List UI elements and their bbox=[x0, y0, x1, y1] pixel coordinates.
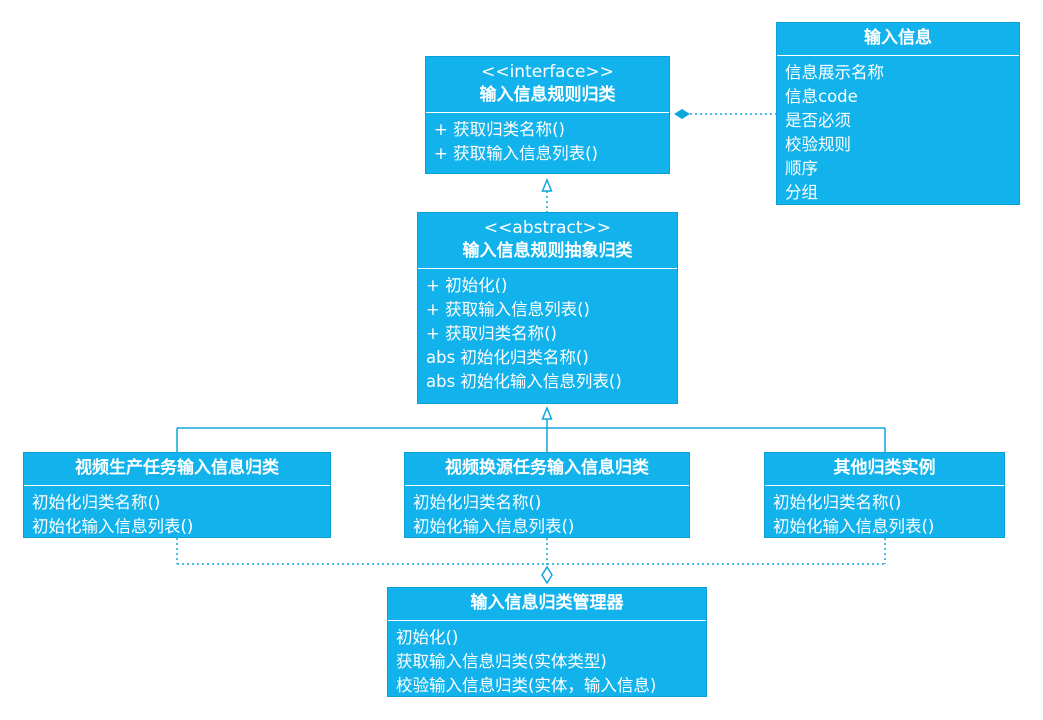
method-item: 初始化输入信息列表() bbox=[413, 517, 575, 536]
hollow-triangle-icon bbox=[541, 178, 553, 192]
video-production-class-box: 视频生产任务输入信息归类 初始化归类名称() 初始化输入信息列表() bbox=[23, 452, 331, 538]
info-box: 输入信息 信息展示名称 信息code 是否必须 校验规则 顺序 分组 bbox=[776, 22, 1020, 205]
video-production-class-header: 视频生产任务输入信息归类 bbox=[24, 453, 330, 486]
filled-diamond-icon bbox=[674, 109, 690, 119]
hollow-diamond-icon bbox=[541, 565, 553, 585]
method-item: 校验输入信息归类(实体，输入信息) bbox=[396, 676, 657, 695]
interface-box: <<interface>> 输入信息规则归类 + 获取归类名称() + 获取输入… bbox=[425, 56, 670, 174]
method-item: 获取输入信息归类(实体类型) bbox=[396, 652, 607, 671]
manager-box-methods: 初始化() 获取输入信息归类(实体类型) 校验输入信息归类(实体，输入信息) bbox=[388, 621, 706, 704]
video-source-class-title: 视频换源任务输入信息归类 bbox=[445, 458, 649, 478]
method-item: + 获取归类名称() bbox=[434, 120, 565, 139]
video-production-class-methods: 初始化归类名称() 初始化输入信息列表() bbox=[24, 486, 330, 545]
manager-box-title: 输入信息归类管理器 bbox=[470, 593, 624, 613]
field-item: 分组 bbox=[785, 183, 818, 202]
method-item: 初始化归类名称() bbox=[413, 493, 542, 512]
method-item: 初始化输入信息列表() bbox=[773, 517, 935, 536]
info-box-title: 输入信息 bbox=[864, 28, 932, 48]
method-item: + 获取输入信息列表() bbox=[434, 144, 598, 163]
info-box-header: 输入信息 bbox=[777, 23, 1019, 56]
interface-box-title: 输入信息规则归类 bbox=[479, 85, 616, 105]
abstract-box-header: <<abstract>> 输入信息规则抽象归类 bbox=[418, 213, 677, 269]
field-item: 信息展示名称 bbox=[785, 63, 884, 82]
method-item: 初始化() bbox=[396, 628, 459, 647]
other-class-methods: 初始化归类名称() 初始化输入信息列表() bbox=[765, 486, 1004, 545]
abstract-box-title: 输入信息规则抽象归类 bbox=[462, 241, 633, 261]
hollow-triangle-icon bbox=[541, 406, 553, 420]
manager-box: 输入信息归类管理器 初始化() 获取输入信息归类(实体类型) 校验输入信息归类(… bbox=[387, 587, 707, 697]
interface-box-methods: + 获取归类名称() + 获取输入信息列表() bbox=[426, 113, 669, 172]
method-item: 初始化归类名称() bbox=[773, 493, 902, 512]
video-source-class-header: 视频换源任务输入信息归类 bbox=[405, 453, 689, 486]
field-item: 校验规则 bbox=[785, 135, 851, 154]
video-source-class-box: 视频换源任务输入信息归类 初始化归类名称() 初始化输入信息列表() bbox=[404, 452, 690, 538]
method-item: 初始化输入信息列表() bbox=[32, 517, 194, 536]
stereotype-label: <<abstract>> bbox=[483, 218, 612, 238]
method-item: + 获取归类名称() bbox=[426, 324, 557, 343]
abstract-box-methods: + 初始化() + 获取输入信息列表() + 获取归类名称() abs 初始化归… bbox=[418, 269, 677, 400]
method-item: 初始化归类名称() bbox=[32, 493, 161, 512]
info-box-fields: 信息展示名称 信息code 是否必须 校验规则 顺序 分组 bbox=[777, 56, 1019, 211]
abstract-box: <<abstract>> 输入信息规则抽象归类 + 初始化() + 获取输入信息… bbox=[417, 212, 678, 404]
method-item: + 获取输入信息列表() bbox=[426, 300, 590, 319]
other-class-title: 其他归类实例 bbox=[833, 458, 936, 478]
method-item: abs 初始化归类名称() bbox=[426, 348, 589, 367]
stereotype-label: <<interface>> bbox=[481, 62, 614, 82]
video-production-class-title: 视频生产任务输入信息归类 bbox=[75, 458, 279, 478]
other-class-header: 其他归类实例 bbox=[765, 453, 1004, 486]
field-item: 信息code bbox=[785, 87, 858, 106]
other-class-box: 其他归类实例 初始化归类名称() 初始化输入信息列表() bbox=[764, 452, 1005, 538]
field-item: 顺序 bbox=[785, 159, 818, 178]
interface-box-header: <<interface>> 输入信息规则归类 bbox=[426, 57, 669, 113]
method-item: abs 初始化输入信息列表() bbox=[426, 372, 622, 391]
manager-box-header: 输入信息归类管理器 bbox=[388, 588, 706, 621]
method-item: + 初始化() bbox=[426, 276, 508, 295]
field-item: 是否必须 bbox=[785, 111, 851, 130]
video-source-class-methods: 初始化归类名称() 初始化输入信息列表() bbox=[405, 486, 689, 545]
